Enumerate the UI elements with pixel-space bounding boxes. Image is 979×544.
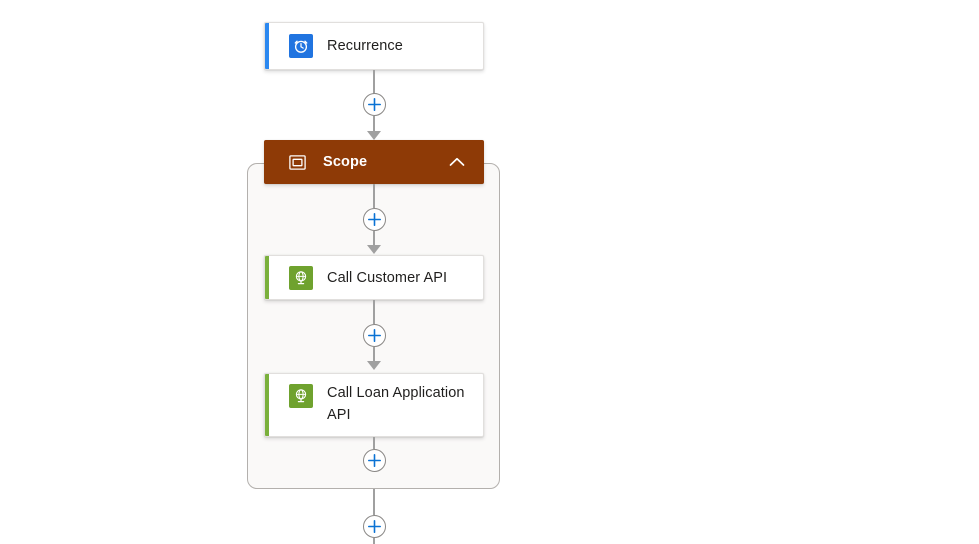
connector-add1-to-scope [373,116,375,133]
arrowhead-into-action1 [367,245,381,254]
scope-rectangle-icon [287,152,307,172]
add-step-after-scope-button[interactable] [363,515,386,538]
action-card-call-loan-application-api[interactable]: Call Loan Application API [264,373,484,437]
add-step-between-actions-button[interactable] [363,324,386,347]
arrowhead-into-scope [367,131,381,140]
scope-header[interactable]: Scope [264,140,484,184]
trigger-card-recurrence[interactable]: Recurrence [264,22,484,70]
connector-action2-to-add4 [373,437,375,449]
connector-below-add5 [373,538,375,544]
add-step-scope-top-button[interactable] [363,208,386,231]
chevron-up-icon[interactable] [448,153,466,171]
connector-scope-to-add2 [373,184,375,208]
action1-accent-bar [265,256,269,299]
http-globe-icon [289,265,313,290]
add-step-scope-bottom-button[interactable] [363,449,386,472]
connector-action1-to-add3 [373,300,375,324]
action-card-call-customer-api[interactable]: Call Customer API [264,255,484,300]
connector-scope-to-add5 [373,489,375,515]
connector-add2-to-action1 [373,231,375,247]
arrowhead-into-action2 [367,361,381,370]
action2-accent-bar [265,374,269,436]
trigger-title: Recurrence [327,38,403,54]
action2-title: Call Loan Application API [327,385,465,423]
trigger-accent-bar [265,23,269,69]
connector-add3-to-action2 [373,347,375,363]
connector-trigger-to-add1 [373,70,375,94]
alarm-clock-icon [289,34,313,58]
action1-title: Call Customer API [327,269,448,286]
scope-title: Scope [323,154,368,170]
add-step-after-trigger-button[interactable] [363,93,386,116]
http-globe-icon [289,384,313,408]
